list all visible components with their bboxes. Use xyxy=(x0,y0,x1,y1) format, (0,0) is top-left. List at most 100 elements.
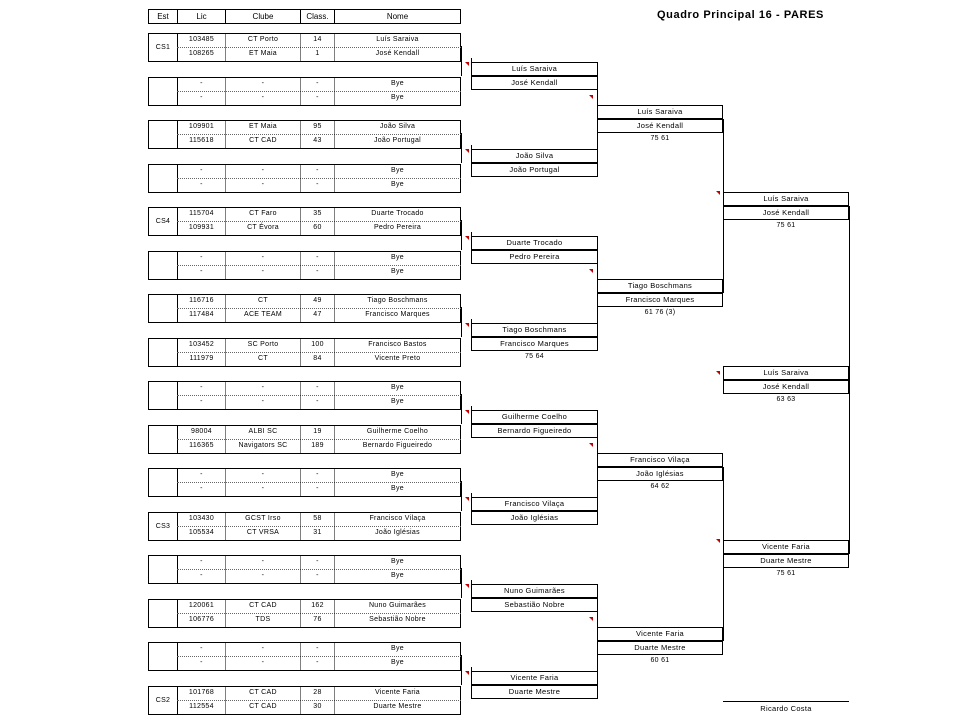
player-clube: CT xyxy=(258,297,268,304)
row-divider xyxy=(177,482,461,483)
row-divider xyxy=(177,569,461,570)
player-lic: - xyxy=(200,572,203,579)
column-divider xyxy=(225,642,226,671)
row-divider xyxy=(177,91,461,92)
column-divider xyxy=(300,77,301,106)
match-score: 75 61 xyxy=(776,222,796,229)
seed-label: CS3 xyxy=(155,523,171,530)
column-divider xyxy=(300,468,301,497)
player-clube: CT Faro xyxy=(249,210,277,217)
match-score: 61 76 (3) xyxy=(644,309,676,316)
player-clube: - xyxy=(261,167,265,174)
player-nome: João Portugal xyxy=(373,137,422,144)
player-nome: Pedro Pereira xyxy=(373,224,422,231)
player-clube: CT Évora xyxy=(247,224,279,231)
player-cls: 76 xyxy=(313,616,322,623)
player-cls: 162 xyxy=(311,602,324,609)
player-lic: 111979 xyxy=(189,355,214,362)
player-nome: Francisco Vilaça xyxy=(369,515,426,522)
player-cls: 84 xyxy=(313,355,322,362)
player-lic: 116716 xyxy=(189,297,214,304)
row-divider xyxy=(177,265,461,266)
player-nome: Bye xyxy=(391,94,404,101)
column-divider xyxy=(334,120,335,149)
player-clube: - xyxy=(261,572,265,579)
round1-team-b: Duarte Mestre xyxy=(471,685,598,699)
player-lic: - xyxy=(200,485,203,492)
winner-marker-icon xyxy=(716,539,720,543)
player-clube: CT CAD xyxy=(249,602,277,609)
column-divider xyxy=(334,207,335,236)
player-cls: - xyxy=(316,94,319,101)
player-clube: CT VRSA xyxy=(246,529,280,536)
player-nome: Bye xyxy=(391,80,404,87)
player-cls: 189 xyxy=(311,442,324,449)
round1-team-a: Nuno Guimarães xyxy=(471,584,598,598)
winner-marker-icon xyxy=(465,236,469,240)
player-cls: 35 xyxy=(313,210,322,217)
column-divider xyxy=(300,642,301,671)
round1-team-b: Francisco Marques xyxy=(471,337,598,351)
bracket-connector xyxy=(461,655,462,685)
player-lic: - xyxy=(200,181,203,188)
winner-marker-icon xyxy=(589,95,593,99)
winner-marker-icon xyxy=(589,443,593,447)
player-lic: - xyxy=(200,659,203,666)
header-clube: Clube xyxy=(225,9,301,24)
bracket-connector xyxy=(597,250,598,337)
player-nome: Bye xyxy=(391,645,404,652)
player-clube: - xyxy=(261,558,265,565)
row-divider xyxy=(177,439,461,440)
column-divider xyxy=(225,468,226,497)
player-lic: 103452 xyxy=(188,341,215,348)
row-divider xyxy=(177,656,461,657)
match-score: 60 61 xyxy=(650,657,670,664)
player-clube: CT CAD xyxy=(249,689,277,696)
round1-team-a: Vicente Faria xyxy=(471,671,598,685)
column-divider xyxy=(225,294,226,323)
match-score: 63 63 xyxy=(776,396,796,403)
round1-team-a: Francisco Vilaça xyxy=(471,497,598,511)
player-clube: - xyxy=(261,645,265,652)
player-clube: CT Porto xyxy=(247,36,279,43)
header-lic: Lic xyxy=(177,9,226,24)
player-nome: Nuno Guimarães xyxy=(368,602,427,609)
bracket-connector xyxy=(597,424,598,511)
player-lic: 105534 xyxy=(188,529,215,536)
player-clube: ET Maia xyxy=(248,123,278,130)
player-lic: 109931 xyxy=(188,224,215,231)
column-divider xyxy=(300,381,301,410)
column-divider xyxy=(225,512,226,541)
player-cls: - xyxy=(316,645,319,652)
round1-team-b: José Kendall xyxy=(471,76,598,90)
final-team-b: José Kendall xyxy=(723,380,849,394)
player-lic: 103430 xyxy=(188,515,215,522)
row-divider xyxy=(177,221,461,222)
player-cls: - xyxy=(316,181,319,188)
player-cls: - xyxy=(316,80,319,87)
player-lic: - xyxy=(200,254,203,261)
player-cls: - xyxy=(316,167,319,174)
bracket-connector xyxy=(471,493,472,511)
player-cls: - xyxy=(316,398,319,405)
row-divider xyxy=(177,526,461,527)
player-lic: 116365 xyxy=(189,442,214,449)
winner-marker-icon xyxy=(589,269,593,273)
player-nome: Vicente Faria xyxy=(374,689,420,696)
column-divider xyxy=(225,120,226,149)
column-divider xyxy=(300,164,301,193)
column-divider xyxy=(334,381,335,410)
player-nome: Vicente Preto xyxy=(374,355,421,362)
column-divider xyxy=(300,338,301,367)
bracket-connector xyxy=(471,667,472,685)
round1-team-b: Bernardo Figueiredo xyxy=(471,424,598,438)
round3-team-b: Duarte Mestre xyxy=(723,554,849,568)
referee-line xyxy=(723,701,849,702)
player-nome: Bye xyxy=(391,268,404,275)
column-divider xyxy=(300,251,301,280)
player-lic: 120061 xyxy=(188,602,215,609)
round2-team-a: Luís Saraiva xyxy=(597,105,723,119)
bracket-connector xyxy=(471,145,472,163)
column-divider xyxy=(225,686,226,715)
bracket-connector xyxy=(723,467,724,641)
